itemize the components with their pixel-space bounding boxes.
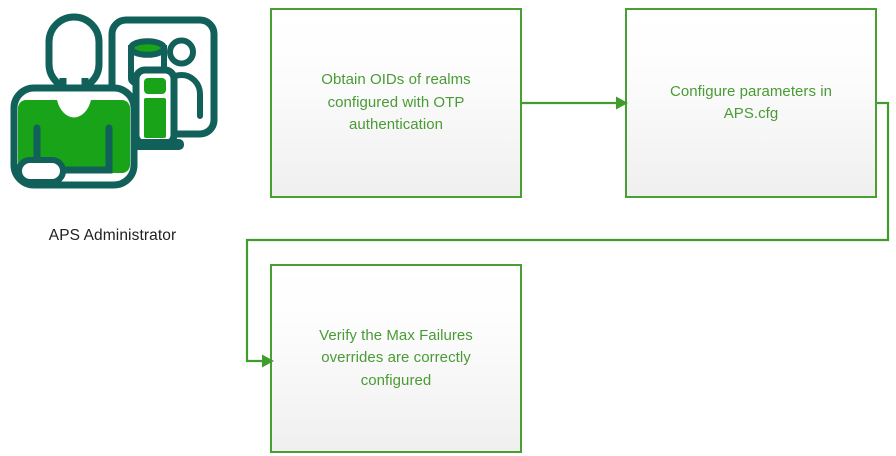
process-label-obtain-oids: Obtain OIDs of realms configured with OT… xyxy=(321,71,471,134)
process-label-configure-parameters: Configure parameters in APS.cfg xyxy=(669,82,833,123)
process-box-verify-overrides[interactable]: Verify the Max Failures overrides are co… xyxy=(270,264,522,453)
actor-caption: APS Administrator xyxy=(48,227,177,244)
process-box-configure-parameters[interactable]: Configure parameters in APS.cfg xyxy=(625,8,877,198)
process-box-obtain-oids[interactable]: Obtain OIDs of realms configured with OT… xyxy=(270,8,522,198)
connector-obtain-to-configure xyxy=(522,96,628,110)
administrator-with-monitor-icon xyxy=(8,8,223,198)
actor-aps-administrator: APS Administrator xyxy=(0,8,230,248)
process-label-verify-overrides: Verify the Max Failures overrides are co… xyxy=(319,326,473,389)
